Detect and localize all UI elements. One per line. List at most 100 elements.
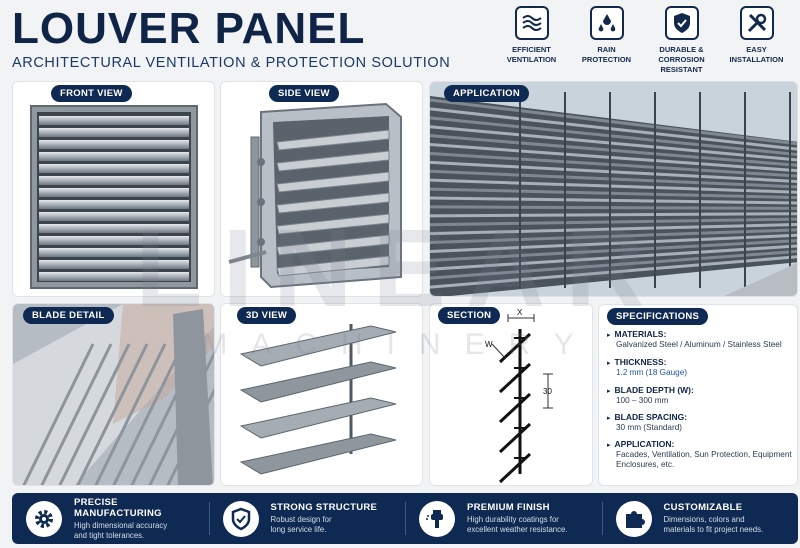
front-blade bbox=[39, 116, 189, 125]
facade-slat bbox=[430, 196, 797, 205]
front-blade bbox=[39, 236, 189, 245]
facade-slat bbox=[430, 134, 797, 167]
facade-slat bbox=[430, 249, 797, 280]
airflow-icon bbox=[514, 6, 549, 40]
blade-ridge bbox=[94, 343, 167, 485]
blade-ridge bbox=[40, 343, 113, 485]
facade-slat bbox=[430, 255, 797, 289]
blade-ridge bbox=[22, 343, 95, 485]
application-panel: APPLICATION bbox=[429, 81, 798, 297]
gear-icon bbox=[26, 500, 62, 537]
benefits-bar: PRECISE MANUFACTURING High dimensional a… bbox=[12, 493, 798, 544]
front-blade bbox=[39, 188, 189, 197]
spec-application: APPLICATION: Facades, Ventilation, Sun P… bbox=[607, 439, 797, 470]
front-view-illustration bbox=[30, 105, 198, 289]
facade-slat bbox=[430, 212, 797, 218]
application-tag: APPLICATION bbox=[444, 85, 529, 102]
side-view-illustration bbox=[228, 102, 402, 289]
rain-drops-icon bbox=[589, 6, 624, 40]
side-blade bbox=[276, 171, 390, 193]
facade-slat bbox=[430, 160, 797, 183]
application-illustration bbox=[430, 82, 797, 296]
spec-blade-spacing: BLADE SPACING: 30 mm (Standard) bbox=[607, 412, 797, 433]
side-view-panel: SIDE VIEW bbox=[220, 81, 423, 297]
facade-slat bbox=[430, 98, 797, 146]
3d-blade bbox=[239, 361, 397, 403]
spec-thickness: THICKNESS: 1.2 mm (18 Gauge) bbox=[607, 357, 797, 378]
3d-blade bbox=[239, 397, 397, 439]
section-tag: SECTION bbox=[438, 307, 501, 324]
section-dim-x: X bbox=[517, 308, 523, 317]
side-blade bbox=[276, 213, 390, 235]
facade-slat bbox=[430, 151, 797, 178]
facade-slat bbox=[430, 233, 797, 253]
3d-view-illustration bbox=[239, 324, 397, 475]
front-blade bbox=[39, 200, 189, 209]
facade-slat bbox=[430, 228, 797, 245]
benefit-precise-manufacturing: PRECISE MANUFACTURING High dimensional a… bbox=[12, 493, 209, 544]
blade-ridge bbox=[76, 343, 149, 485]
spec-materials: MATERIALS: Galvanized Steel / Aluminum /… bbox=[607, 329, 797, 350]
3d-view-tag: 3D VIEW bbox=[237, 307, 297, 324]
facade-slat bbox=[430, 143, 797, 173]
tools-icon bbox=[739, 6, 774, 40]
specifications-panel: SPECIFICATIONS MATERIALS: Galvanized Ste… bbox=[598, 304, 798, 486]
facade-slat bbox=[430, 244, 797, 271]
blade-detail-panel: BLADE DETAIL bbox=[12, 303, 215, 486]
blade-ridge bbox=[112, 343, 185, 485]
front-blade bbox=[39, 260, 189, 269]
blade-detail-tag: BLADE DETAIL bbox=[23, 307, 114, 324]
front-blade bbox=[39, 164, 189, 173]
specifications-tag: SPECIFICATIONS bbox=[607, 308, 709, 325]
section-panel: X W 30 SECTION bbox=[429, 303, 593, 486]
benefit-premium-finish: PREMIUM FINISH High durability coatings … bbox=[405, 493, 602, 544]
front-view-panel: FRONT VIEW bbox=[12, 81, 215, 297]
facade-slat bbox=[430, 169, 797, 189]
page-title: LOUVER PANEL bbox=[12, 4, 366, 53]
front-blade bbox=[39, 212, 189, 221]
facade-slat bbox=[430, 125, 797, 162]
section-dim-spacing: 30 bbox=[543, 387, 552, 396]
front-blade bbox=[39, 152, 189, 161]
side-blade bbox=[276, 255, 390, 277]
side-blade bbox=[276, 234, 390, 256]
shield-check-icon bbox=[222, 500, 259, 537]
3d-blade bbox=[239, 433, 397, 475]
front-blade bbox=[39, 128, 189, 137]
facade-slat bbox=[430, 107, 797, 151]
facade-slat bbox=[430, 239, 797, 262]
front-blade bbox=[39, 224, 189, 233]
facade-slat bbox=[430, 223, 797, 236]
facade-slat bbox=[430, 187, 797, 200]
facade-slat bbox=[430, 116, 797, 157]
facade-slat bbox=[430, 205, 797, 210]
facade-slat bbox=[430, 217, 797, 227]
blade-detail-illustration bbox=[13, 304, 214, 485]
feature-durable: DURABLE &CORROSION RESISTANT bbox=[644, 6, 719, 74]
front-blade bbox=[39, 176, 189, 185]
facade-slat bbox=[430, 178, 797, 194]
front-blade bbox=[39, 272, 189, 281]
front-blade bbox=[39, 140, 189, 149]
blade-ridge bbox=[58, 343, 131, 485]
spray-gun-icon bbox=[419, 500, 455, 537]
page-subtitle: ARCHITECTURAL VENTILATION & PROTECTION S… bbox=[12, 55, 451, 71]
front-view-tag: FRONT VIEW bbox=[51, 85, 132, 102]
spec-blade-depth: BLADE DEPTH (W): 100 – 300 mm bbox=[607, 385, 797, 406]
side-blade bbox=[276, 150, 390, 172]
side-view-tag: SIDE VIEW bbox=[269, 85, 339, 102]
3d-view-panel: 3D VIEW bbox=[220, 303, 423, 486]
section-diagram: X W 30 bbox=[485, 308, 553, 484]
puzzle-icon bbox=[615, 500, 652, 537]
3d-blade bbox=[239, 325, 397, 367]
side-blade bbox=[276, 129, 390, 151]
section-dim-w: W bbox=[485, 340, 493, 349]
shield-icon bbox=[664, 6, 699, 40]
front-blade bbox=[39, 248, 189, 257]
